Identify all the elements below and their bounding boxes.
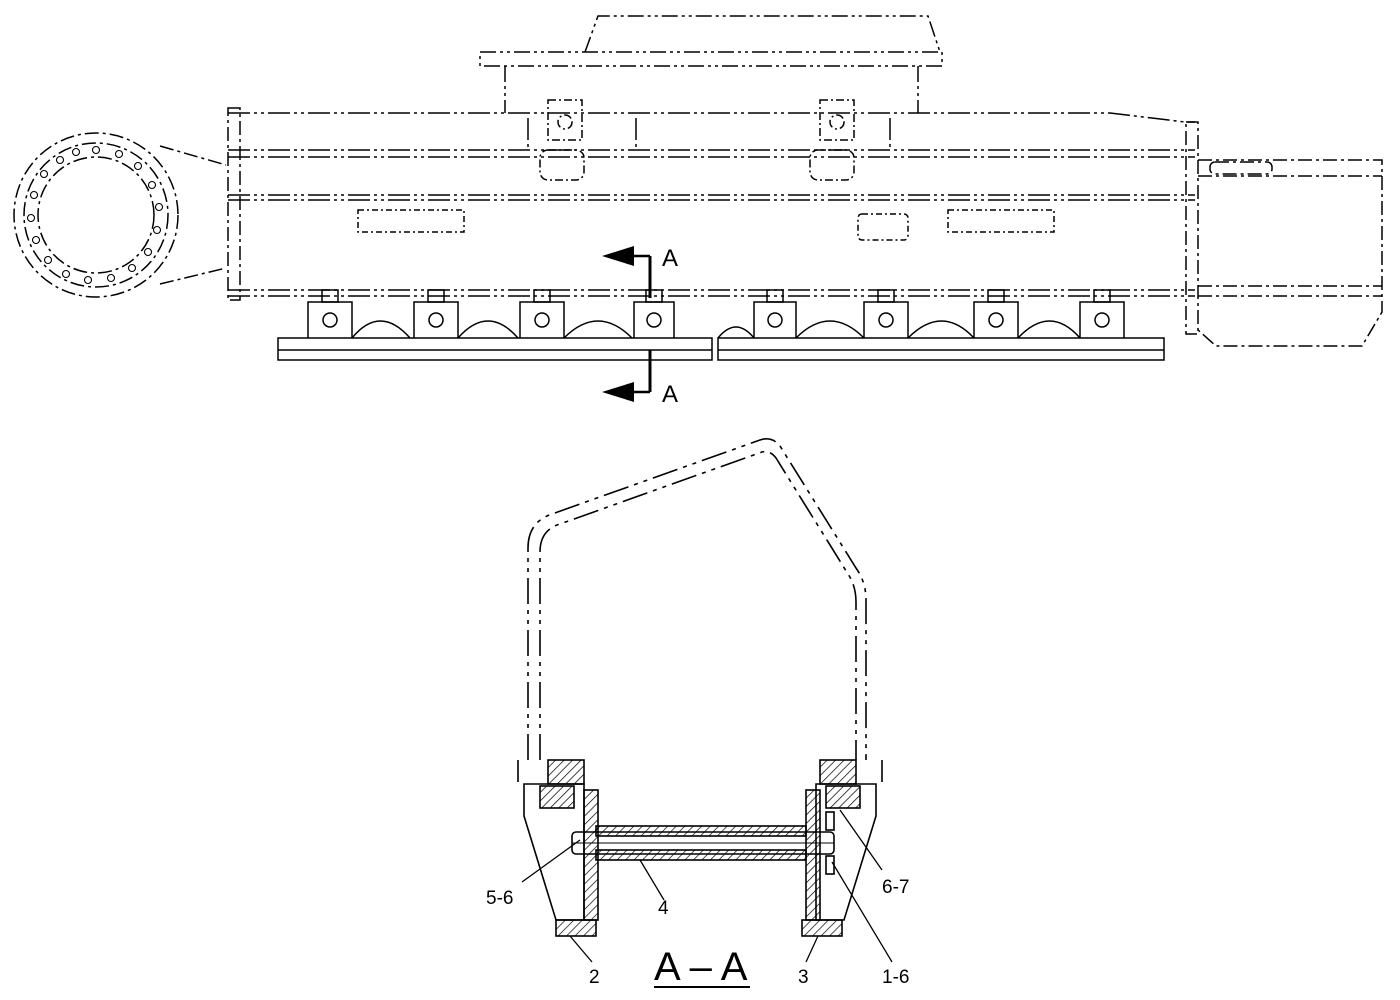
callout-4: 4: [658, 898, 669, 919]
callout-1-6: 1-6: [882, 967, 909, 988]
phantom-frame-outline: [527, 438, 867, 760]
callout-2: 2: [589, 967, 600, 988]
upper-bracket-left: [539, 99, 585, 181]
roller-5: [717, 289, 865, 339]
roller-brackets: [307, 289, 1125, 339]
section-title: A – A: [654, 945, 748, 989]
roller-2: [413, 289, 519, 339]
callout-3: 3: [798, 967, 809, 988]
elevation-view: [13, 15, 1383, 402]
callout-6-7: 6-7: [882, 877, 909, 898]
roller-7: [973, 289, 1081, 339]
roller-3: [519, 289, 633, 339]
section-view: [517, 438, 893, 963]
section-arrows: [602, 246, 634, 402]
drive-housing: [1197, 159, 1383, 347]
roller-6: [863, 289, 975, 339]
section-cut-line: [612, 254, 652, 394]
upper-housing: [479, 15, 943, 113]
section-mark-bottom: A: [662, 381, 678, 408]
side-guards: [357, 209, 1055, 241]
leader-lines: [521, 809, 893, 963]
section-mark-top: A: [662, 245, 678, 272]
roller-4: [633, 289, 675, 338]
front-end-plate: [227, 107, 1199, 335]
left-side-plate: [517, 759, 883, 937]
track-frame: [228, 112, 1195, 297]
roller-8: [1079, 289, 1125, 338]
roller-shaft: [571, 811, 835, 875]
callout-5-6: 5-6: [486, 888, 513, 909]
idler-bolt-circle: [26, 145, 164, 285]
idler-wheel: [13, 132, 227, 298]
roller-rail: [277, 337, 1165, 361]
upper-bracket-right: [809, 99, 855, 181]
roller-1: [307, 289, 411, 339]
right-side-plate: [801, 759, 877, 937]
